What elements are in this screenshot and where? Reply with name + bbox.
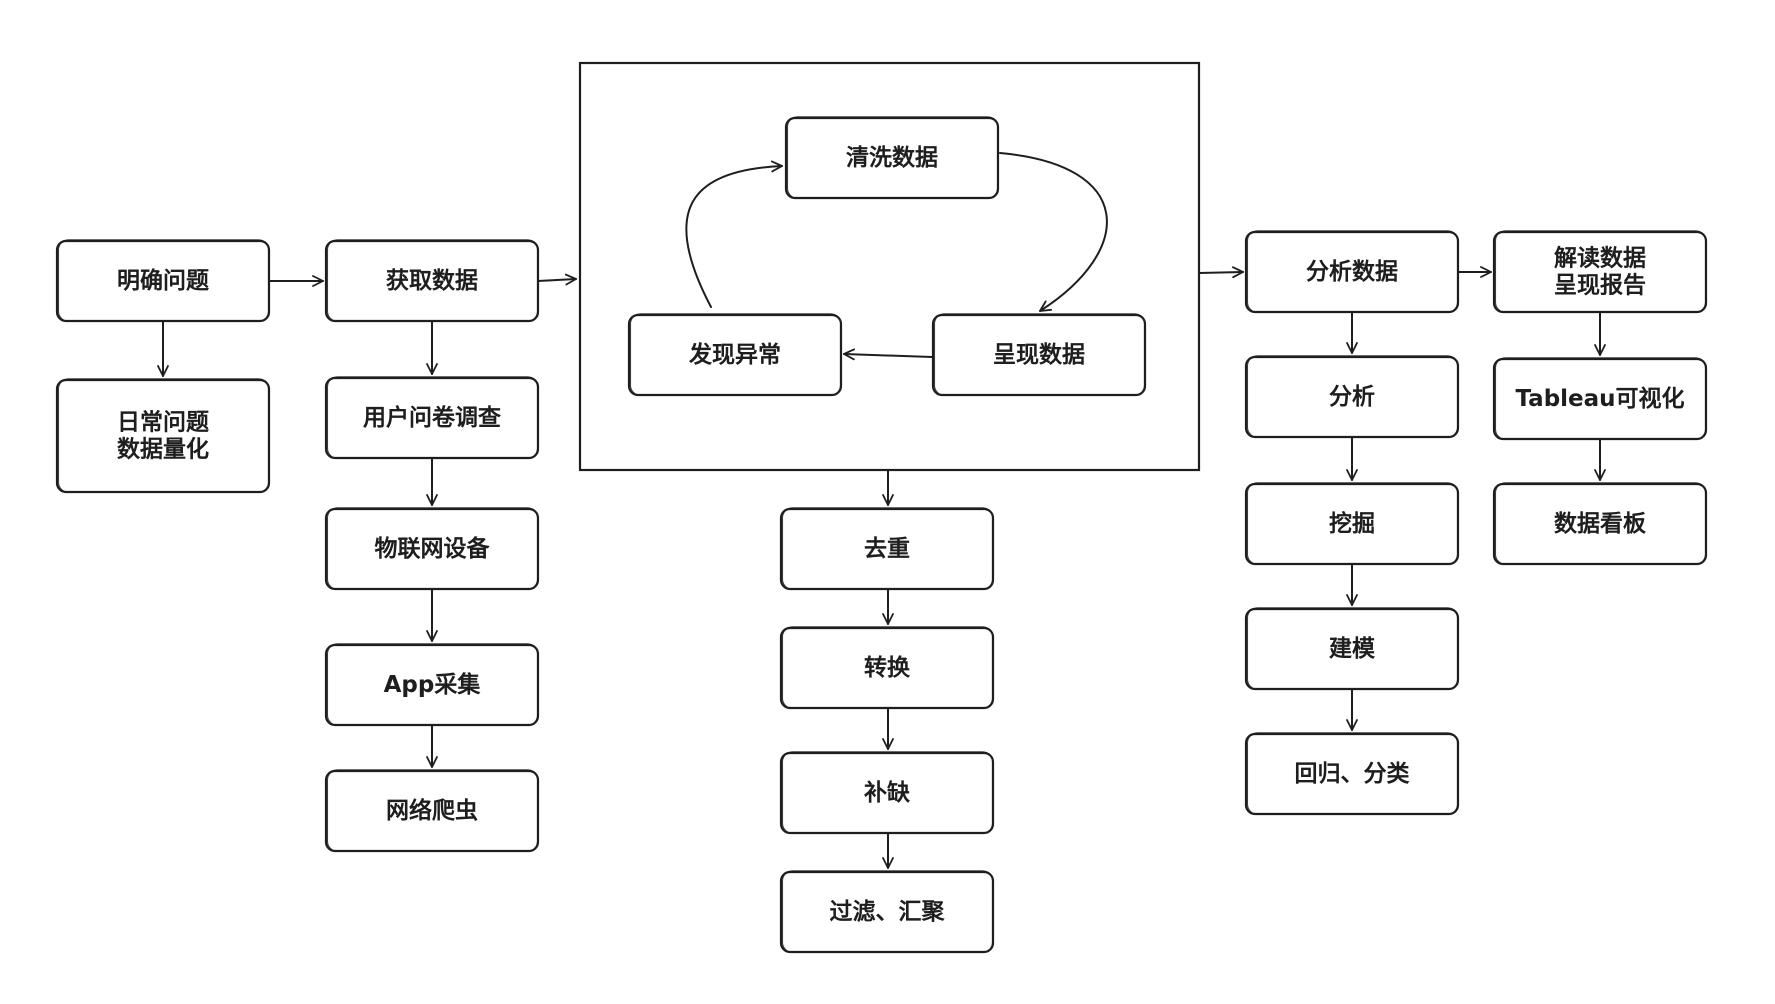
node-box-sketch-stroke [781, 626, 994, 709]
node-box-sketch-stroke [1246, 230, 1459, 313]
edge-clean-group-to-analyze [1198, 266, 1244, 279]
node-acquire: 获取数据 [324, 239, 540, 323]
node-label: Tableau可视化 [1515, 385, 1684, 412]
node-filter: 过滤、汇聚 [779, 870, 995, 954]
node-box-sketch-stroke [1494, 357, 1707, 440]
node-label: 明确问题 [117, 268, 209, 294]
node-box-sketch-stroke [57, 239, 270, 322]
node-box-sketch-stroke [781, 751, 994, 834]
node-label: 用户问卷调查 [363, 404, 501, 431]
node-label: 分析 [1329, 384, 1375, 410]
node-regression: 回归、分类 [1244, 732, 1460, 816]
edges-layer [157, 152, 1606, 869]
node-label: 日常问题 [117, 410, 209, 436]
node-box-sketch-stroke [326, 507, 539, 590]
node-label: 挖掘 [1329, 510, 1375, 537]
node-app: App采集 [324, 643, 540, 727]
node-label: 网络爬虫 [386, 797, 478, 824]
node-box-sketch-stroke [781, 870, 994, 953]
node-box-sketch-stroke [326, 376, 539, 459]
node-anomaly: 发现异常 [627, 313, 843, 397]
node-box-sketch-stroke [1246, 732, 1459, 815]
node-label: 过滤、汇聚 [830, 899, 946, 925]
node-box-sketch-stroke [1494, 230, 1707, 313]
node-box-sketch-stroke [1246, 482, 1459, 565]
node-box-sketch-stroke [1494, 482, 1707, 565]
node-label: 物联网设备 [375, 535, 491, 562]
data-cleaning-cycle-frame [578, 61, 1201, 472]
node-box-sketch-stroke [933, 313, 1146, 396]
node-fill: 补缺 [779, 751, 995, 835]
node-label: 清洗数据 [846, 145, 938, 171]
node-define: 明确问题 [55, 239, 271, 323]
node-label: 获取数据 [386, 268, 478, 294]
edge-acquire-to-clean-group [537, 273, 577, 286]
node-label: 数据量化 [117, 436, 209, 463]
node-iot: 物联网设备 [324, 507, 540, 591]
node-label: 发现异常 [688, 341, 781, 368]
node-label: 去重 [864, 536, 910, 562]
node-box-sketch-stroke [326, 769, 539, 852]
node-convert: 转换 [779, 626, 995, 710]
node-mining: 挖掘 [1244, 482, 1460, 566]
node-label: 建模 [1329, 636, 1376, 662]
node-label: 回归、分类 [1295, 760, 1410, 787]
node-label: 分析数据 [1306, 259, 1398, 285]
node-label: 呈现数据 [993, 342, 1085, 368]
node-crawler: 网络爬虫 [324, 769, 540, 853]
node-box-sketch-stroke [57, 378, 270, 493]
node-modeling: 建模 [1244, 607, 1460, 691]
node-survey: 用户问卷调查 [324, 376, 540, 460]
node-label: 呈现报告 [1554, 273, 1646, 299]
node-clean: 清洗数据 [784, 116, 1000, 200]
node-box-sketch-stroke [781, 507, 994, 590]
node-label: 数据看板 [1554, 511, 1647, 537]
node-dashboard: 数据看板 [1492, 482, 1708, 566]
node-present: 呈现数据 [931, 313, 1147, 397]
node-label: App采集 [384, 671, 482, 698]
node-tableau: Tableau可视化 [1492, 357, 1708, 441]
edge-anomaly-to-clean [685, 160, 783, 308]
node-label: 补缺 [864, 779, 911, 806]
node-box-sketch-stroke [1246, 355, 1459, 438]
node-box-sketch-stroke [786, 116, 999, 199]
node-box-sketch-stroke [629, 313, 842, 396]
edge-present-to-anomaly [843, 348, 933, 361]
node-label: 解读数据 [1554, 245, 1646, 272]
node-analysis: 分析 [1244, 355, 1460, 439]
node-box-sketch-stroke [326, 239, 539, 322]
edge-clean-to-present [999, 152, 1108, 312]
node-box-sketch-stroke [326, 643, 539, 726]
node-analyze: 分析数据 [1244, 230, 1460, 314]
node-label: 转换 [864, 654, 911, 681]
node-dedup: 去重 [779, 507, 995, 591]
node-box-sketch-stroke [1246, 607, 1459, 690]
